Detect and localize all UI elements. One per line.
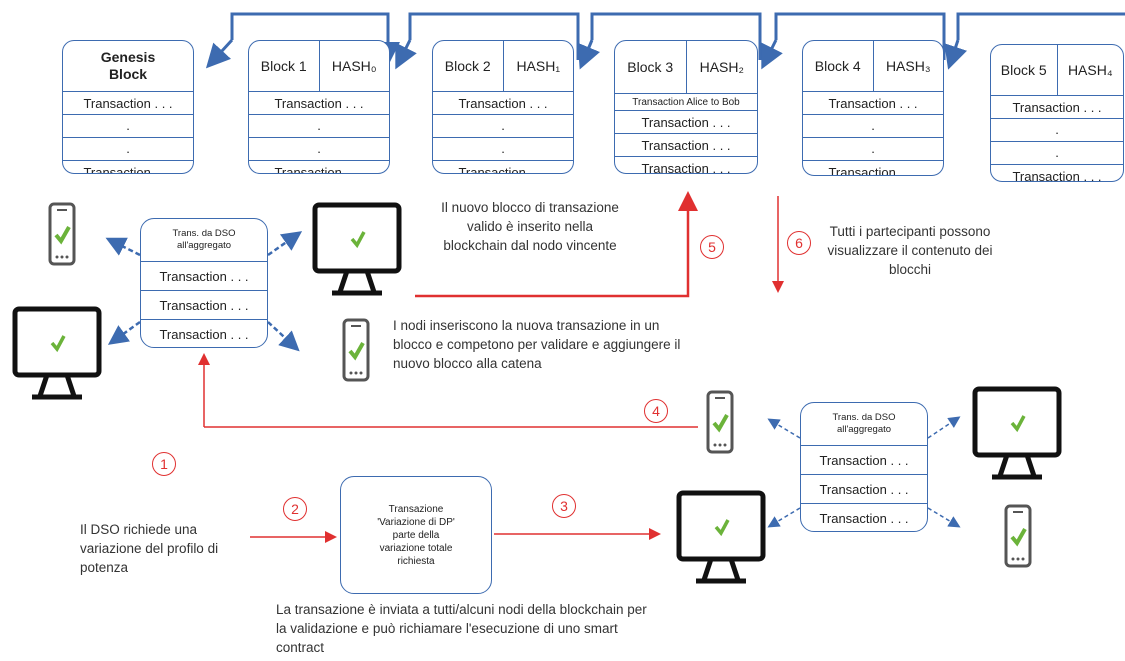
phone-icon (48, 202, 76, 266)
step-3-badge: 3 (552, 494, 576, 518)
pool-row: Transaction . . . (159, 326, 249, 342)
block-row: . (433, 138, 573, 161)
participants-text: Tutti i partecipanti possono visualizzar… (827, 224, 993, 277)
block-row: . (249, 138, 389, 161)
phone-icon (342, 318, 370, 382)
block-row: Transaction . . . (803, 92, 943, 115)
block-row: Transaction . . . (83, 164, 173, 174)
monitor-icon (12, 306, 102, 402)
block-row: Transaction . . . (458, 164, 548, 174)
block-row: Transaction . . . (991, 96, 1123, 119)
pool-title: Trans. da DSO all'aggregato (141, 219, 267, 262)
block-name: Block 3 (627, 58, 674, 75)
block-row: Transaction . . . (641, 160, 731, 174)
monitor-icon (676, 490, 766, 586)
link-3-to-2 (590, 12, 762, 60)
block-5: Block 5 HASH₄ Transaction . . . . . Tran… (990, 44, 1124, 182)
block-row: Transaction . . . (1012, 168, 1102, 182)
block-name: Genesis Block (100, 49, 156, 82)
block-name: Block 5 (1000, 61, 1047, 78)
block-row: Transaction . . . (249, 92, 389, 115)
block-4: Block 4 HASH₃ Transaction . . . . . Tran… (802, 40, 944, 176)
block-row: . (63, 138, 193, 161)
broadcast-right (767, 416, 961, 528)
block-2: Block 2 HASH₁ Transaction . . . . . Tran… (432, 40, 574, 174)
block-name: Block 1 (260, 57, 307, 74)
transaction-box: Transazione 'Variazione di DP' parte del… (340, 476, 492, 594)
pool-row: Transaction . . . (801, 475, 927, 504)
step-1-badge: 1 (152, 452, 176, 476)
transaction-pool-left: Trans. da DSO all'aggregato Transaction … (140, 218, 268, 348)
block-row: . (803, 138, 943, 161)
pool-row: Transaction . . . (141, 291, 267, 320)
block-row: Transaction Alice to Bob (615, 94, 757, 111)
pool-row: Transaction . . . (141, 262, 267, 291)
new-block-text: Il nuovo blocco di transazione valido è … (441, 200, 619, 253)
link-4-to-3 (774, 12, 946, 60)
block-row: . (991, 119, 1123, 142)
nodes-text: I nodi inseriscono la nuova transazione … (393, 318, 681, 371)
monitor-icon (972, 386, 1062, 482)
monitor-icon (312, 202, 402, 298)
step-5-badge: 5 (700, 235, 724, 259)
pool-title: Trans. da DSO all'aggregato (801, 403, 927, 446)
broadcast-left (105, 231, 303, 352)
arrow-step5 (415, 191, 698, 298)
block-3: Block 3 HASH₂ Transaction Alice to Bob T… (614, 40, 758, 174)
block-name: Block 4 (814, 57, 861, 74)
block-row: . (433, 115, 573, 138)
step-4-badge: 4 (644, 399, 668, 423)
step-2-badge: 2 (283, 497, 307, 521)
phone-icon (1004, 504, 1032, 568)
block-name: Block 2 (444, 57, 491, 74)
link-5-to-4 (956, 12, 1125, 40)
genesis-block: Genesis Block Transaction . . . . . Tran… (62, 40, 194, 174)
block-row: . (803, 115, 943, 138)
block-row: Transaction . . . (615, 111, 757, 134)
sent-text: La transazione è inviata a tutti/alcuni … (276, 602, 647, 655)
block-row: . (249, 115, 389, 138)
pool-row: Transaction . . . (819, 510, 909, 526)
block-hash: HASH₄ (1056, 45, 1124, 95)
block-row: Transaction . . . (63, 92, 193, 115)
dso-request-text: Il DSO richiede una variazione del profi… (80, 522, 219, 575)
phone-icon (706, 390, 734, 454)
block-hash: HASH₂ (685, 41, 758, 93)
step-6-badge: 6 (787, 231, 811, 255)
block-row: . (991, 142, 1123, 165)
block-row: Transaction . . . (828, 164, 918, 176)
block-hash: HASH₃ (872, 41, 944, 91)
block-hash: HASH₁ (502, 41, 574, 91)
pool-row: Transaction . . . (801, 446, 927, 475)
transaction-box-text: Transazione 'Variazione di DP' parte del… (377, 503, 455, 567)
block-row: Transaction . . . (274, 164, 364, 174)
block-hash: HASH₀ (318, 41, 390, 91)
block-row: Transaction . . . (433, 92, 573, 115)
block-row: Transaction . . . (615, 134, 757, 157)
transaction-pool-right: Trans. da DSO all'aggregato Transaction … (800, 402, 928, 532)
block-row: . (63, 115, 193, 138)
block-1: Block 1 HASH₀ Transaction . . . . . Tran… (248, 40, 390, 174)
